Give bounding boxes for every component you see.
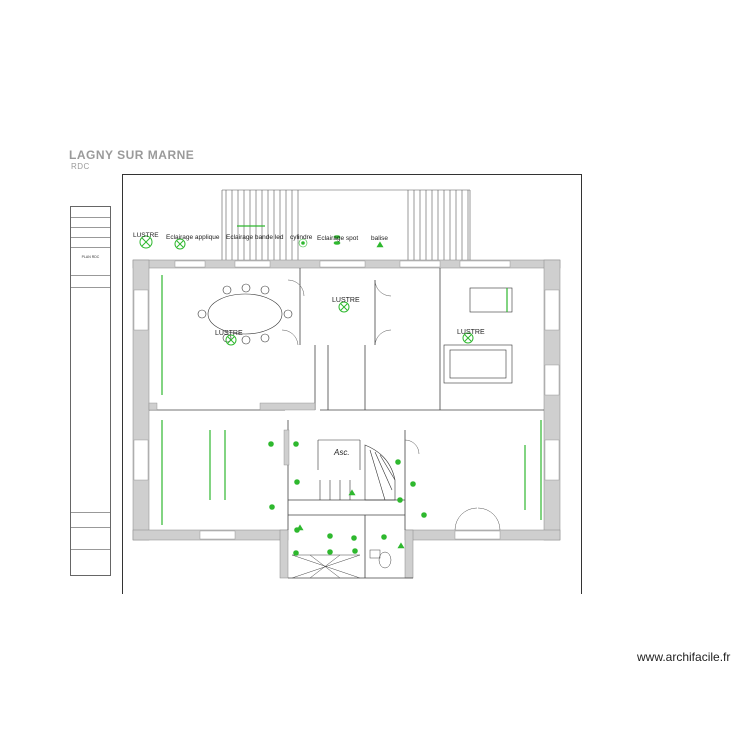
- legend-applique: Eclairage applique: [166, 234, 220, 241]
- wall-stubs: [148, 402, 316, 466]
- doors: [281, 279, 501, 531]
- light-points: [268, 235, 427, 556]
- bathroom-fixtures: [291, 549, 392, 579]
- watermark: www.archifacile.fr: [637, 650, 731, 664]
- title-block-row: [71, 261, 110, 276]
- staircase: [317, 439, 396, 501]
- title-block-row: [71, 219, 110, 228]
- title-block-plan: PLAN RDC: [81, 255, 100, 259]
- legend-cylindre: cylindre: [290, 234, 313, 241]
- windows: [133, 260, 560, 540]
- legend-lustre: LUSTRE: [133, 232, 159, 239]
- legend-balise: balise: [371, 235, 388, 242]
- title-block-row: [71, 279, 110, 288]
- led-strips: [161, 225, 542, 525]
- lustre-label-entry: LUSTRE: [332, 297, 360, 304]
- project-level: RDC: [71, 162, 90, 171]
- title-block-row: [71, 512, 110, 528]
- room-labels: LUSTRE LUSTRE LUSTRE Asc.: [215, 297, 485, 457]
- title-block-row: [71, 239, 110, 248]
- legend: LUSTRE Eclairage applique Eclairage band…: [133, 232, 388, 242]
- title-block: PLAN RDC: [70, 206, 111, 576]
- lustre-symbols: [139, 235, 474, 346]
- stair-label: Asc.: [333, 448, 350, 457]
- title-block-row: [71, 529, 110, 550]
- project-title: LAGNY SUR MARNE: [69, 148, 195, 162]
- lustre-label-kitchen: LUSTRE: [457, 329, 485, 336]
- legend-spot: Eclairage spot: [317, 235, 358, 242]
- title-block-row: [71, 209, 110, 218]
- lustre-label-dining: LUSTRE: [215, 330, 243, 337]
- dining-table: [197, 283, 293, 345]
- drawing-frame: [122, 174, 582, 594]
- kitchen-island: [443, 287, 513, 384]
- legend-bande-led: Eclairage bande led: [226, 234, 284, 241]
- title-block-row: [71, 229, 110, 238]
